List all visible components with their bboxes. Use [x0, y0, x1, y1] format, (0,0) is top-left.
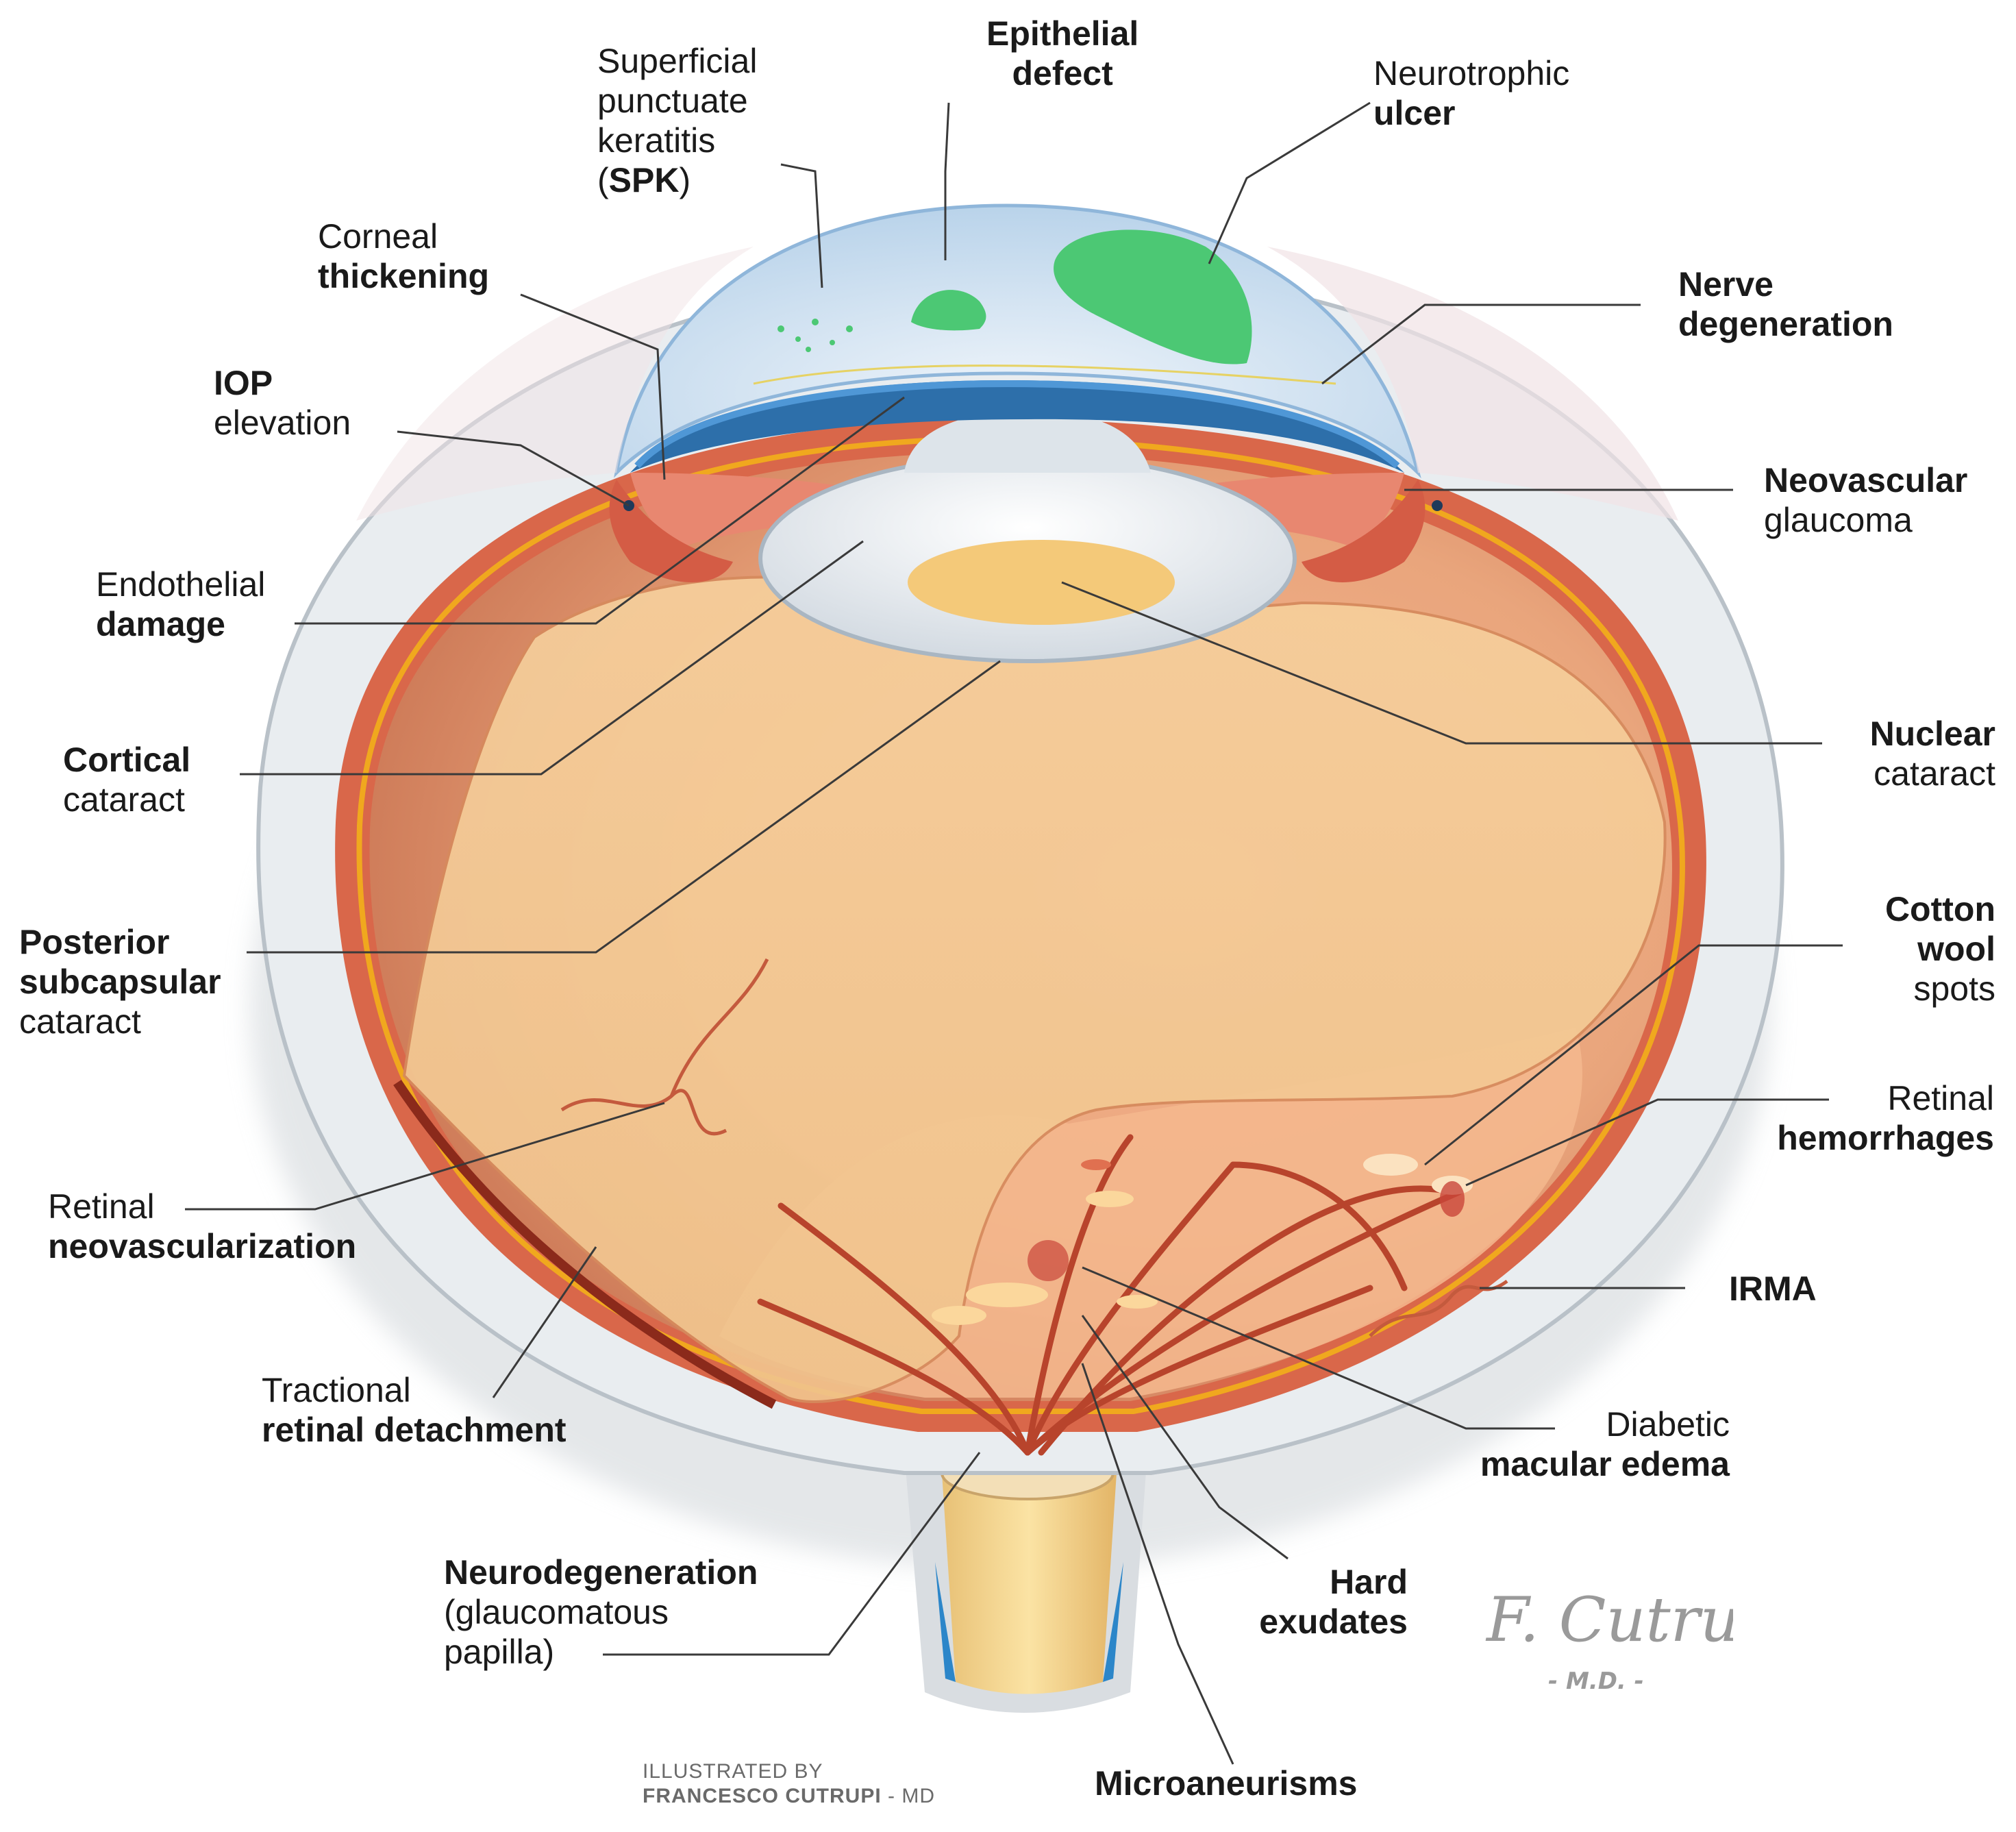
irma-line1: IRMA: [1729, 1270, 1817, 1308]
nuclear-cataract-line2: cataract: [1874, 754, 1995, 793]
tractional-line1: Tractional: [262, 1371, 411, 1409]
hard-exudates-line1: Hard: [1330, 1563, 1408, 1601]
retina-layer: [356, 435, 1685, 1414]
illustration-credit: ILLUSTRATED BY FRANCESCO CUTRUPI - MD: [643, 1759, 935, 1809]
nerve-vessel-left: [935, 1562, 956, 1682]
detached-vitreous-membrane: [402, 575, 1667, 1403]
optic-nerve: [942, 1473, 1117, 1694]
diabetic-macular-edema-line2: macular edema: [1480, 1445, 1730, 1483]
label-epithelial-defect: Epithelial defect: [986, 14, 1138, 93]
microaneurisms-line1: Microaneurisms: [1095, 1764, 1358, 1803]
corneal-thickening-line1: Corneal: [318, 217, 438, 256]
lens-anterior-capsule: [904, 411, 1151, 473]
conjunctiva-left: [356, 247, 754, 521]
leader-lines: [185, 101, 1843, 1765]
neurodegeneration-line1: Neurodegeneration: [444, 1553, 758, 1592]
tractional-detachment-edge: [393, 1080, 777, 1409]
label-diabetic-macular-edema: Diabetic macular edema: [1480, 1404, 1730, 1484]
endothelial-damage-line1: Endothelial: [96, 565, 266, 604]
corneal-endothelium: [634, 380, 1400, 469]
label-hard-exudates: Hard exudates: [1259, 1562, 1408, 1642]
lens-nucleus: [908, 540, 1175, 625]
cortical-cataract-line1: Cortical: [63, 741, 191, 779]
endothelial-damage-line2: damage: [96, 605, 225, 643]
conjunctiva-right: [1267, 247, 1678, 521]
label-spk: Superficial punctuate keratitis (SPK): [597, 41, 757, 200]
cotton-wool-line3: spots: [1913, 969, 1995, 1008]
label-cotton-wool-spots: Cotton wool spots: [1885, 889, 1995, 1008]
credit-line1: ILLUSTRATED BY: [643, 1760, 823, 1783]
spk-open-paren: (: [597, 161, 609, 199]
spk-close-paren: ): [679, 161, 691, 199]
neovascular-fronds: [560, 958, 1508, 1337]
label-neovascular-glaucoma: Neovascular glaucoma: [1764, 460, 1967, 540]
label-neurotrophic-ulcer: Neurotrophic ulcer: [1373, 53, 1569, 133]
nerve-degeneration-line1: Nerve: [1678, 265, 1774, 304]
posterior-subcapsular-line3: cataract: [19, 1002, 141, 1041]
hard-exudates-line2: exudates: [1259, 1602, 1408, 1641]
spk-abbrev: SPK: [608, 161, 680, 199]
nerve-vessel-right: [1103, 1562, 1123, 1682]
retinal-hemorrhages-line2: hemorrhages: [1777, 1119, 1994, 1157]
spk-line2: punctuate: [597, 82, 748, 120]
label-endothelial-damage: Endothelial damage: [96, 565, 265, 644]
neurotrophic-ulcer-line2: ulcer: [1373, 94, 1456, 132]
label-nerve-degeneration: Nerve degeneration: [1678, 264, 1893, 344]
label-corneal-thickening: Corneal thickening: [318, 216, 489, 296]
label-nuclear-cataract: Nuclear cataract: [1870, 714, 1995, 793]
label-microaneurisms: Microaneurisms: [1095, 1763, 1357, 1803]
epithelial-defect-line2: defect: [1012, 54, 1113, 92]
ciliary-body-left: [609, 480, 733, 582]
nerve-degeneration-line2: degeneration: [1678, 305, 1893, 343]
diabetic-macular-edema-line1: Diabetic: [1606, 1405, 1730, 1444]
credit-suffix: - MD: [881, 1785, 935, 1807]
credit-author: FRANCESCO CUTRUPI: [643, 1785, 882, 1807]
spk-dots: [777, 319, 853, 352]
label-posterior-subcapsular-cataract: Posterior subcapsular cataract: [19, 922, 221, 1041]
iop-elevation-line1: IOP: [214, 364, 273, 402]
neurotrophic-ulcer-line1: Neurotrophic: [1373, 54, 1570, 92]
ciliary-body-right: [1302, 480, 1426, 582]
retinal-vessels: [757, 1134, 1463, 1456]
tractional-line2: retinal detachment: [262, 1411, 567, 1449]
signature-name: F. Cutrupi: [1485, 1584, 1733, 1656]
fundus-lesions: [932, 1154, 1473, 1325]
label-tractional-retinal-detachment: Tractional retinal detachment: [262, 1370, 567, 1450]
iop-elevation-line2: elevation: [214, 404, 351, 442]
label-neurodegeneration: Neurodegeneration (glaucomatous papilla): [444, 1552, 758, 1672]
label-cortical-cataract: Cortical cataract: [63, 740, 190, 819]
artist-signature: F. Cutrupi - M.D. -: [1485, 1584, 1733, 1695]
neovascular-glaucoma-line1: Neovascular: [1764, 461, 1968, 499]
nuclear-cataract-line1: Nuclear: [1869, 715, 1995, 753]
neurodegeneration-line2: (glaucomatous: [444, 1593, 669, 1631]
anterior-chamber: [630, 380, 1404, 473]
cotton-wool-line2: wool: [1917, 930, 1995, 968]
retinal-hemorrhages-line1: Retinal: [1887, 1079, 1994, 1117]
label-irma: IRMA: [1729, 1269, 1817, 1309]
signature-suffix: - M.D. -: [1548, 1668, 1644, 1695]
schlemm-canal-right: [1432, 500, 1443, 511]
neurotrophic-ulcer-lesion: [1054, 230, 1252, 364]
neurodegeneration-line3: papilla): [444, 1633, 555, 1671]
spk-line3: keratitis: [597, 121, 716, 160]
epithelial-defect-line1: Epithelial: [986, 14, 1139, 53]
cotton-wool-line1: Cotton: [1884, 890, 1995, 928]
cortical-cataract-line2: cataract: [63, 780, 185, 819]
posterior-subcapsular-line2: subcapsular: [19, 963, 221, 1001]
corneal-thickening-line2: thickening: [318, 257, 490, 295]
spk-line1: Superficial: [597, 42, 758, 80]
epithelial-defect-lesion: [911, 290, 986, 331]
label-retinal-neovascularization: Retinal neovascularization: [48, 1187, 356, 1266]
label-iop-elevation: IOP elevation: [214, 363, 351, 443]
neovascular-glaucoma-line2: glaucoma: [1764, 501, 1913, 539]
posterior-subcapsular-line1: Posterior: [19, 923, 170, 961]
retinal-neovascularization-line1: Retinal: [48, 1187, 155, 1226]
retinal-neovascularization-line2: neovascularization: [48, 1227, 357, 1265]
label-retinal-hemorrhages: Retinal hemorrhages: [1777, 1078, 1994, 1158]
corneal-nerves: [753, 364, 1336, 385]
